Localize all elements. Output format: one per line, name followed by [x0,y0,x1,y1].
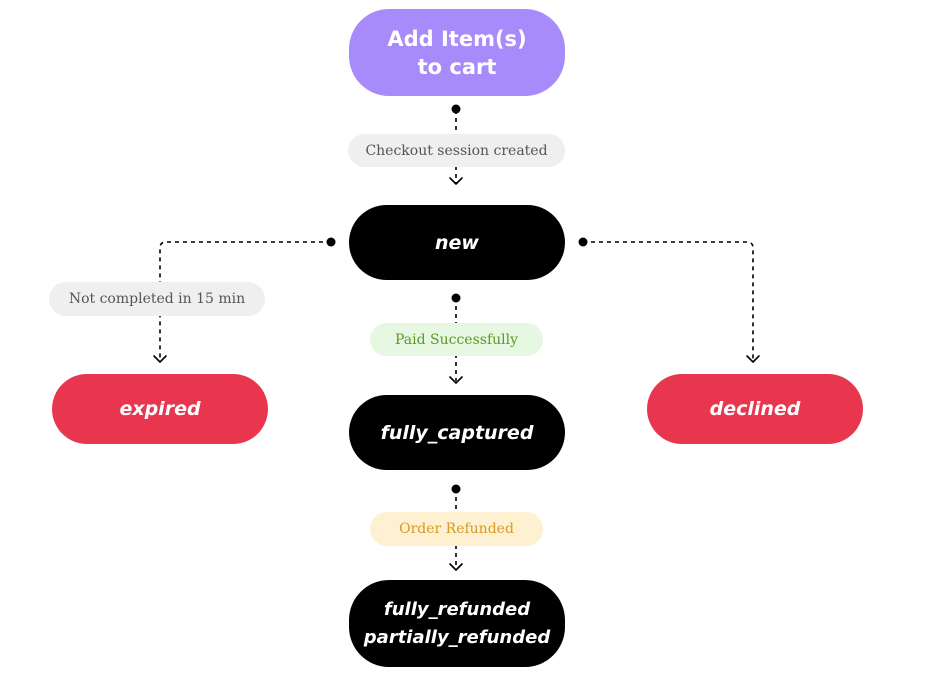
node-expired: expired [52,374,268,444]
node-label: to cart [417,54,497,79]
node-refunded: fully_refunded partially_refunded [349,580,565,667]
chevron-down-icon [449,563,463,571]
transition-label-text: Paid Successfully [394,331,519,348]
chevron-down-icon [449,376,463,384]
node-declined: declined [647,374,863,444]
transition-label-text: Checkout session created [365,142,548,159]
node-label: fully_refunded [383,598,531,620]
transition-label-text: Not completed in 15 min [68,291,246,307]
chevron-down-icon [746,355,760,363]
connector-new-expired [159,241,331,360]
node-label: expired [119,398,201,420]
connector-dot [451,293,461,303]
node-label: partially_refunded [363,626,551,648]
connector-dot [451,104,461,114]
connector-dot [451,484,461,494]
node-label: declined [709,398,801,420]
node-label: Add Item(s) [387,26,527,51]
connector-dot [578,237,588,247]
transition-label-refund: Order Refunded [370,512,543,546]
node-fully-captured: fully_captured [349,395,565,470]
chevron-down-icon [449,177,463,185]
connector-new-declined [583,241,754,360]
transition-label-timeout: Not completed in 15 min [49,282,265,316]
node-add-items-to-cart: Add Item(s) to cart [349,9,565,96]
chevron-down-icon [153,355,167,363]
node-new: new [349,205,565,280]
connector-dot [326,237,336,247]
node-label: fully_captured [380,421,534,444]
node-label: new [435,231,479,254]
transition-label-paid: Paid Successfully [370,323,543,356]
transition-label-text: Order Refunded [399,521,514,537]
transition-label-checkout: Checkout session created [348,134,565,167]
